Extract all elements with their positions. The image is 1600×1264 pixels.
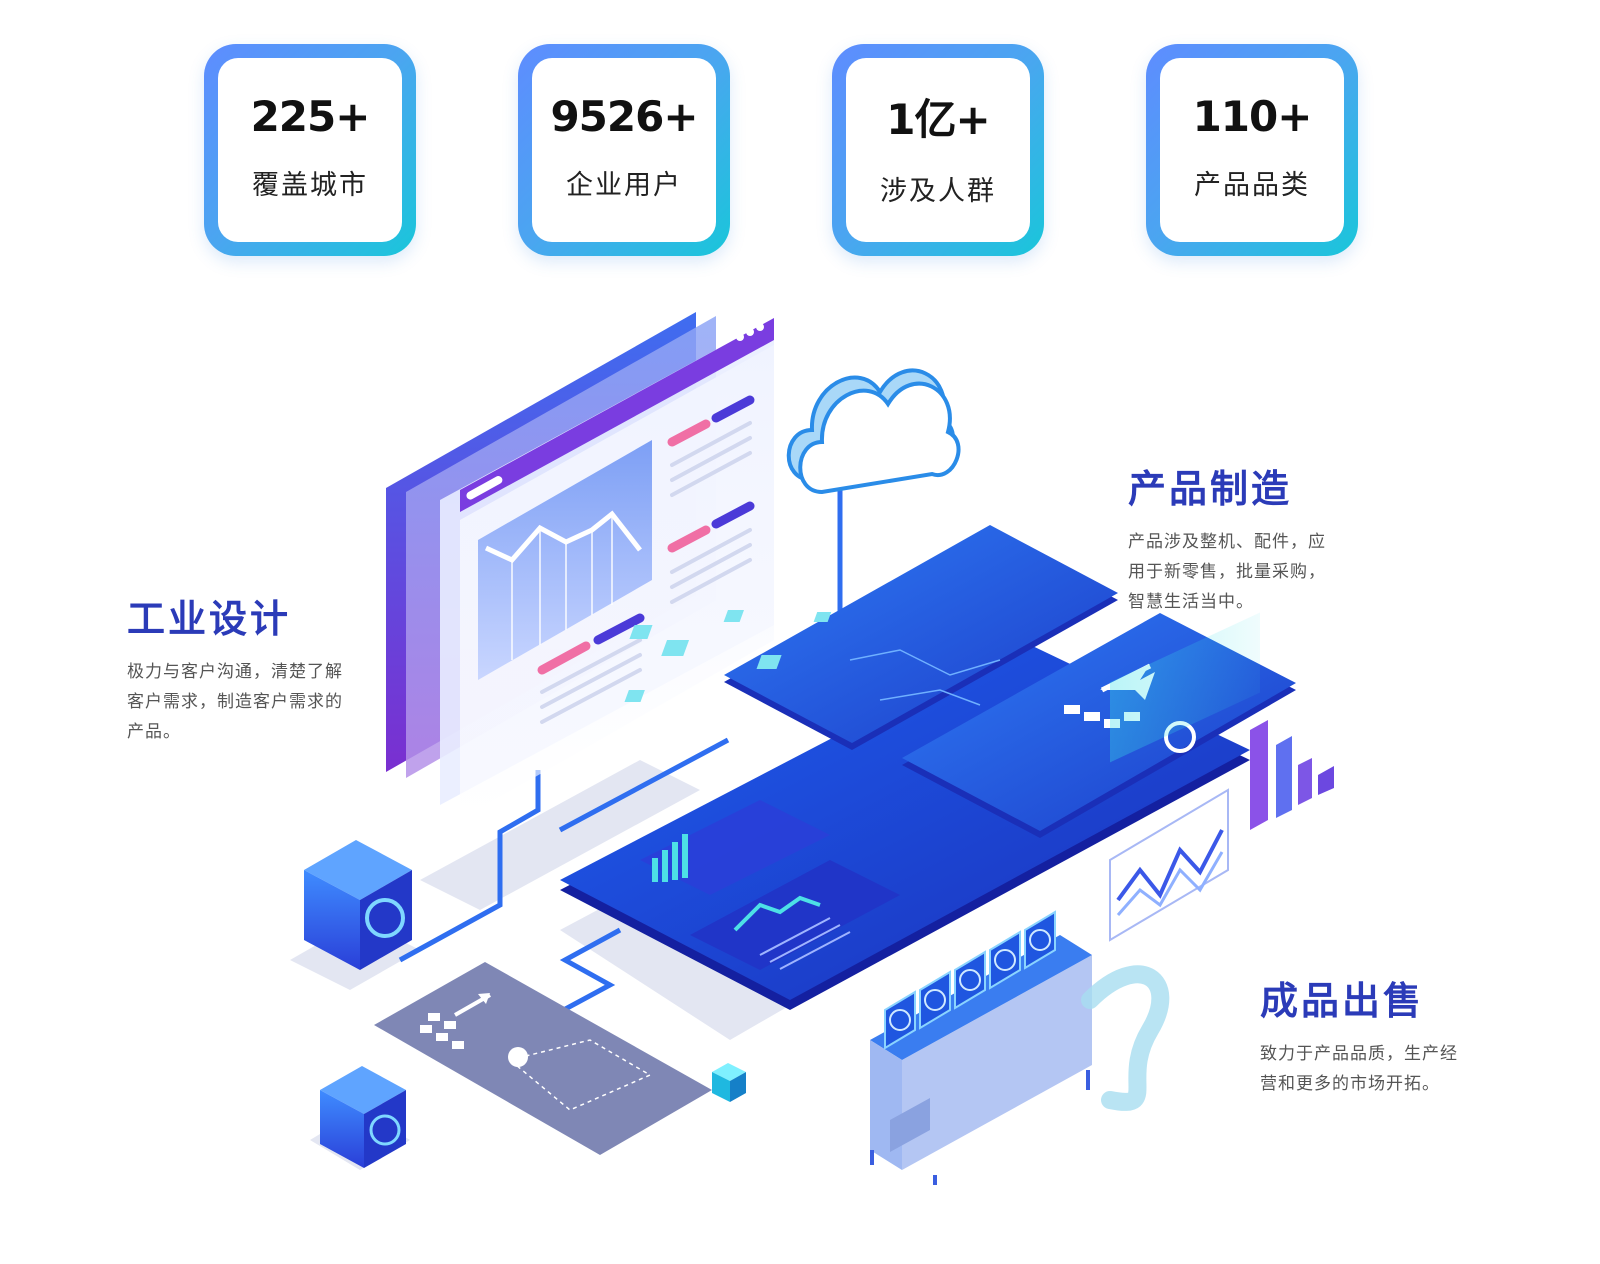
stats-row: 225+ 覆盖城市 9526+ 企业用户 1亿+ 涉及人群 110+ 产品品类 <box>0 0 1600 270</box>
description-line: 客户需求，制造客户需求的 <box>127 692 343 712</box>
section-description: 产品涉及整机、配件，应 用于新零售，批量采购， 智慧生活当中。 <box>1128 527 1326 617</box>
safe-vault-icon <box>320 1066 406 1168</box>
section-manufacturing: 产品制造 产品涉及整机、配件，应 用于新零售，批量采购， 智慧生活当中。 <box>1128 458 1326 617</box>
stat-label: 企业用户 <box>566 170 682 201</box>
bar-chart-icon <box>652 834 688 882</box>
stat-card-inner: 225+ 覆盖城市 <box>218 58 402 242</box>
description-line: 产品涉及整机、配件，应 <box>1128 532 1326 552</box>
floating-panel-right <box>902 612 1296 838</box>
line-chart-icon <box>1109 788 1229 942</box>
section-sales: 成品出售 致力于产品品质，生产经 营和更多的市场开拓。 <box>1260 970 1458 1099</box>
section-title: 产品制造 <box>1128 467 1293 511</box>
stat-value: 1亿+ <box>886 95 990 144</box>
section-title: 成品出售 <box>1260 979 1425 1023</box>
stat-card-inner: 110+ 产品品类 <box>1160 58 1344 242</box>
stat-label: 涉及人群 <box>880 176 996 207</box>
bar-chart-icon <box>1250 720 1334 830</box>
description-line: 用于新零售，批量采购， <box>1128 562 1326 582</box>
monitor-illustration <box>386 312 774 820</box>
section-description: 致力于产品品质，生产经 营和更多的市场开拓。 <box>1260 1039 1458 1099</box>
section-description: 极力与客户沟通，清楚了解 客户需求，制造客户需求的 产品。 <box>127 657 343 747</box>
fan-icon <box>889 929 1051 1031</box>
safe-vault-icon <box>304 840 412 970</box>
stat-value: 225+ <box>250 92 371 141</box>
stat-card-inner: 9526+ 企业用户 <box>532 58 716 242</box>
description-line: 极力与客户沟通，清楚了解 <box>127 662 343 682</box>
stat-label: 覆盖城市 <box>252 170 368 201</box>
glowing-cube <box>712 1063 746 1102</box>
floating-panel-top <box>624 525 1118 750</box>
description-line: 致力于产品品质，生产经 <box>1260 1044 1458 1064</box>
description-line: 产品。 <box>127 722 181 742</box>
stat-card-cities: 225+ 覆盖城市 <box>204 44 416 256</box>
section-industrial-design: 工业设计 极力与客户沟通，清楚了解 客户需求，制造客户需求的 产品。 <box>127 588 343 747</box>
stat-card-people: 1亿+ 涉及人群 <box>832 44 1044 256</box>
stat-label: 产品品类 <box>1194 170 1310 201</box>
stat-value: 110+ <box>1192 92 1313 141</box>
stat-value: 9526+ <box>550 92 698 141</box>
description-line: 智慧生活当中。 <box>1128 592 1254 612</box>
isometric-illustration <box>290 312 1334 1185</box>
stat-card-enterprise-users: 9526+ 企业用户 <box>518 44 730 256</box>
stat-card-categories: 110+ 产品品类 <box>1146 44 1358 256</box>
stat-card-inner: 1亿+ 涉及人群 <box>846 58 1030 242</box>
cloud-icon <box>786 368 961 495</box>
mining-rig <box>870 910 1170 1185</box>
description-line: 营和更多的市场开拓。 <box>1260 1074 1440 1094</box>
section-title: 工业设计 <box>127 597 292 641</box>
blueprint-panel <box>374 962 712 1155</box>
